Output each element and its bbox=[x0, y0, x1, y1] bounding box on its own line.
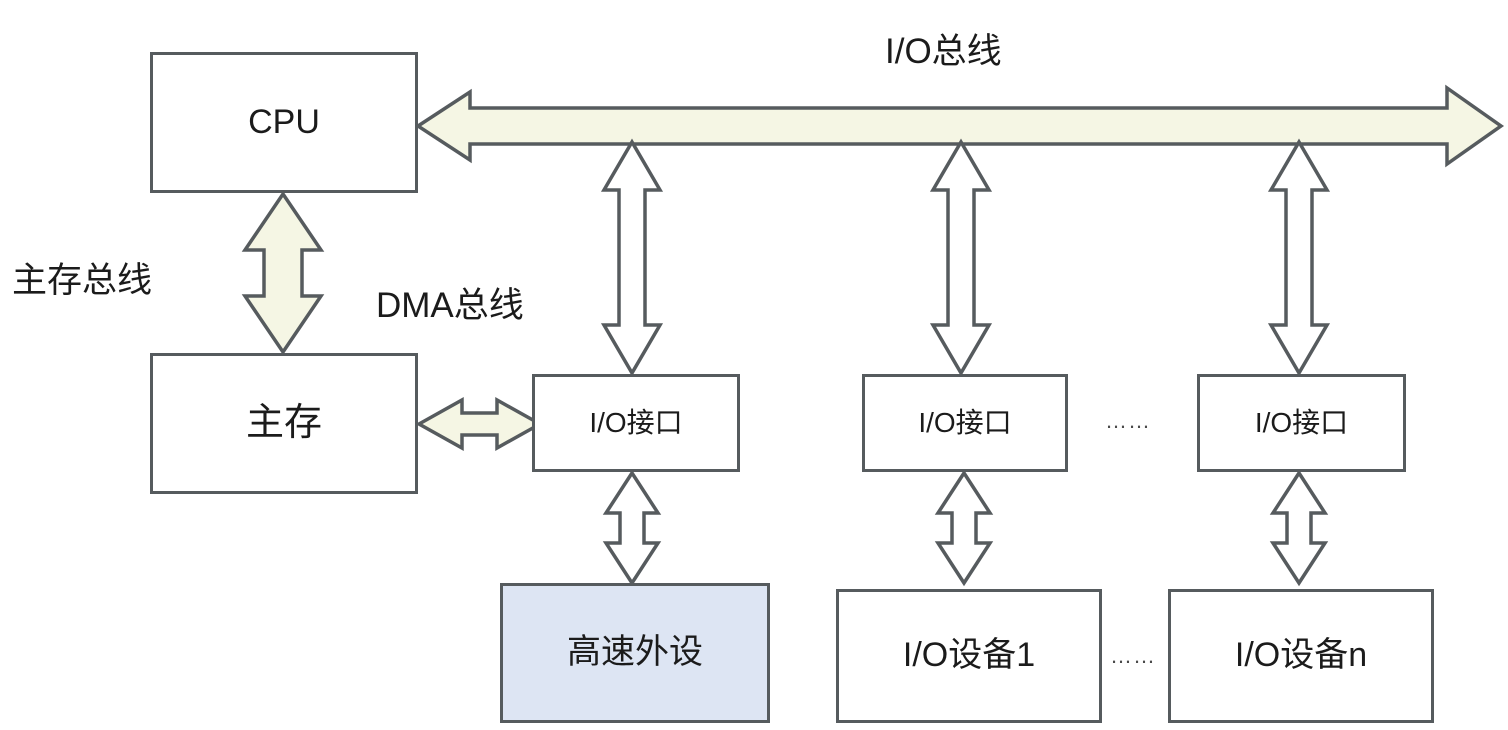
connector-bus-to-interface-1 bbox=[600, 138, 664, 377]
memory-bus-arrow bbox=[241, 190, 325, 356]
dma-bus-arrow bbox=[415, 397, 544, 451]
io-interface-2-label: I/O接口 bbox=[918, 406, 1012, 438]
cpu-label: CPU bbox=[248, 102, 320, 141]
io-bus-label: I/O总线 bbox=[885, 32, 1002, 71]
connector-bus-to-interface-2 bbox=[929, 138, 993, 377]
dma-bus-label: DMA总线 bbox=[376, 286, 524, 325]
high-speed-peripheral-label: 高速外设 bbox=[567, 633, 703, 672]
io-device-box-1[interactable]: I/O设备1 bbox=[836, 589, 1102, 723]
io-device-n-label: I/O设备n bbox=[1234, 636, 1368, 675]
io-interface-box-1[interactable]: I/O接口 bbox=[532, 374, 740, 472]
io-interface-box-2[interactable]: I/O接口 bbox=[862, 374, 1068, 472]
connector-interface-1-to-peripheral bbox=[602, 469, 662, 587]
device-row-ellipsis: …… bbox=[1110, 643, 1156, 668]
connector-bus-to-interface-n bbox=[1267, 138, 1331, 377]
io-device-box-n[interactable]: I/O设备n bbox=[1168, 589, 1434, 723]
main-memory-box[interactable]: 主存 bbox=[150, 353, 418, 494]
cpu-box[interactable]: CPU bbox=[150, 52, 418, 193]
connector-interface-2-to-device-1 bbox=[934, 469, 994, 587]
main-memory-label: 主存 bbox=[245, 401, 322, 444]
interface-row-ellipsis: …… bbox=[1105, 408, 1151, 433]
io-device-1-label: I/O设备1 bbox=[902, 636, 1036, 675]
io-interface-1-label: I/O接口 bbox=[589, 406, 683, 438]
io-interface-n-label: I/O接口 bbox=[1254, 406, 1349, 438]
io-bus-arrow bbox=[414, 84, 1505, 168]
connector-interface-n-to-device-n bbox=[1269, 469, 1329, 587]
high-speed-peripheral-box[interactable]: 高速外设 bbox=[500, 583, 770, 723]
memory-bus-label: 主存总线 bbox=[12, 261, 153, 300]
io-interface-box-n[interactable]: I/O接口 bbox=[1197, 374, 1406, 472]
